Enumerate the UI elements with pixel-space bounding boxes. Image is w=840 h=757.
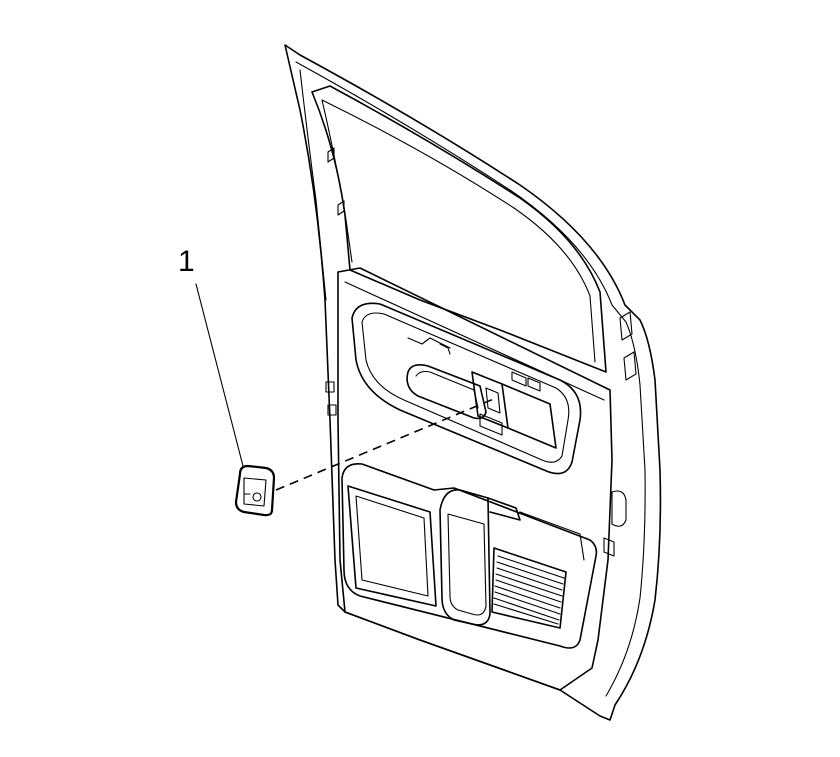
callout-number-1: 1 bbox=[178, 245, 195, 278]
speaker-grille bbox=[493, 555, 565, 625]
map-pocket bbox=[341, 462, 627, 649]
callout-leader-line bbox=[195, 283, 244, 467]
armrest-assembly bbox=[351, 302, 582, 475]
door-outer-frame bbox=[284, 44, 662, 721]
door-trim-panel bbox=[325, 267, 613, 691]
switch-bezel-opening bbox=[471, 371, 557, 449]
installation-path-dashed bbox=[275, 397, 497, 491]
switch-plate-part bbox=[234, 464, 276, 517]
